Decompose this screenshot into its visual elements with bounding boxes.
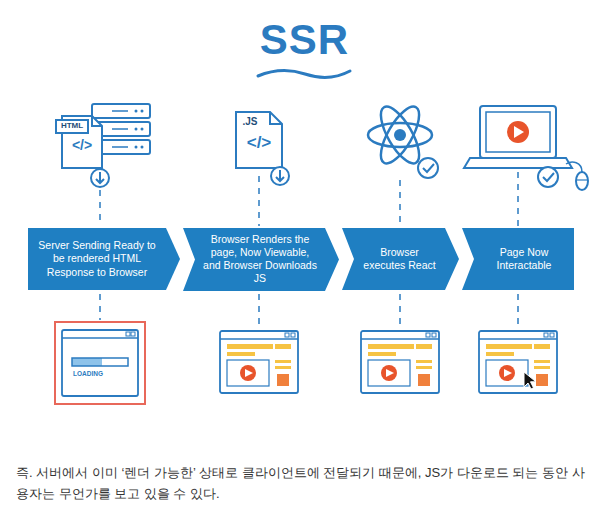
step-text: Server Sending Ready to be rendered HTML… — [35, 239, 159, 278]
step-text: Page Now Interactable — [481, 246, 567, 272]
process-chevron: Server Sending Ready to be rendered HTML… — [28, 228, 180, 290]
html-document-icon — [56, 104, 150, 187]
icon-label: .JS — [242, 116, 257, 127]
chevron-fill — [183, 228, 339, 291]
icon-label: LOADING — [73, 370, 103, 377]
chevron-text-block: Browser Renders the page, Now Viewable, … — [183, 233, 339, 286]
react-browser — [361, 331, 439, 393]
chevron-text-block: Browser executes React — [342, 246, 459, 272]
caption-text: 즉. 서버에서 이미 ‘렌더 가능한’ 상태로 클라이언트에 전달되기 때문에,… — [16, 462, 594, 505]
chevron-fill — [462, 228, 574, 290]
laptop-icon — [464, 106, 588, 190]
icon-label: </> — [247, 134, 272, 153]
process-chevron: Browser Renders the page, Now Viewable, … — [183, 228, 339, 291]
step-text: Browser Renders the page, Now Viewable, … — [202, 233, 318, 286]
js-document-icon — [236, 112, 289, 185]
chevron-text-block: Server Sending Ready to be rendered HTML… — [28, 239, 180, 278]
title-underline — [258, 70, 350, 77]
chevron-fill — [342, 228, 459, 290]
react-logo — [368, 101, 438, 178]
title-text: SSR — [0, 16, 609, 64]
step-text: Browser executes React — [361, 246, 438, 272]
icon-label: </> — [72, 138, 92, 153]
mouse-cursor — [524, 372, 536, 389]
process-chevron: Browser executes React — [342, 228, 459, 290]
chevron-fill — [28, 228, 180, 290]
loading-browser — [55, 322, 145, 404]
process-chevron: Page Now Interactable — [462, 228, 574, 290]
icon-label: HTML — [61, 122, 83, 131]
interactive-browser — [479, 331, 557, 393]
chevron-text-block: Page Now Interactable — [462, 246, 574, 272]
viewable-browser — [220, 331, 298, 393]
